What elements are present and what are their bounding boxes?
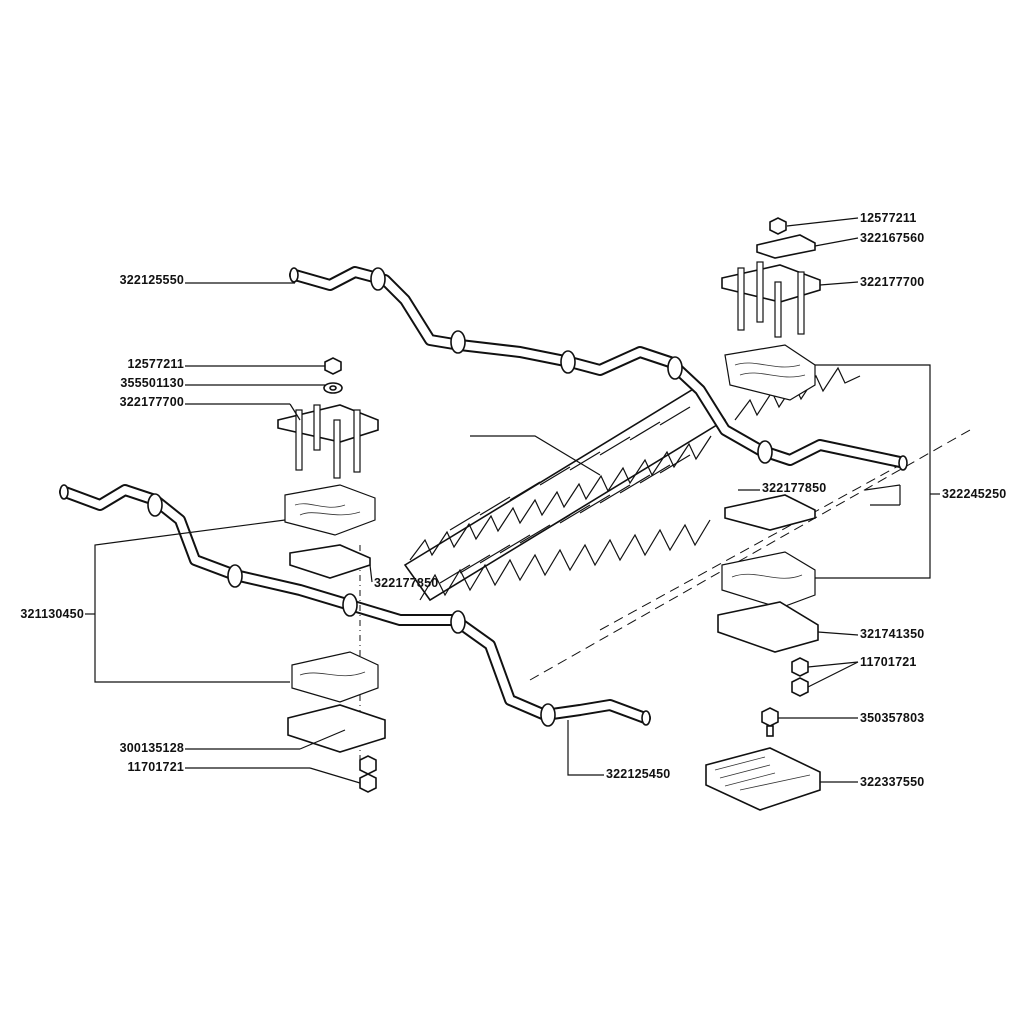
- left-bracket-stack: [277, 357, 386, 793]
- nut-12577211-right: [769, 217, 787, 235]
- label-322167560: 322167560: [860, 231, 925, 245]
- label-322337550: 322337550: [860, 775, 925, 789]
- clamp-plate-322177700-left: [277, 404, 379, 443]
- nipple-350357803: [761, 707, 779, 727]
- label-355501130: 355501130: [120, 376, 184, 390]
- label-322125550: 322125550: [119, 273, 184, 287]
- label-12577211-top: 12577211: [860, 211, 917, 225]
- label-300135128: 300135128: [119, 741, 184, 755]
- wood-block-right-upper: [724, 344, 816, 401]
- label-11701721-right: 11701721: [860, 655, 917, 669]
- label-321741350: 321741350: [860, 627, 925, 641]
- block-322337550: [705, 747, 821, 811]
- wood-block-left-lower: [291, 651, 379, 703]
- nut-11701721-right-b: [791, 677, 809, 697]
- nut-11701721-right-a: [791, 657, 809, 677]
- label-322177700-left: 322177700: [119, 395, 184, 409]
- plate-322167560: [756, 234, 816, 259]
- clamp-plate-322177700-right: [721, 264, 821, 303]
- rod-322125550: [289, 266, 908, 471]
- label-321130450: 321130450: [20, 607, 84, 621]
- wood-block-left-upper: [284, 484, 376, 536]
- nut-12577211-left: [324, 357, 342, 375]
- leader-lines: [85, 217, 940, 784]
- right-bracket-stack: [705, 217, 821, 811]
- nut-11701721-left-b: [359, 773, 377, 793]
- label-11701721-left: 11701721: [127, 760, 184, 774]
- rod-322125450: [59, 484, 651, 770]
- plate-322177850-left: [289, 544, 371, 579]
- label-12577211-left: 12577211: [127, 357, 184, 371]
- label-322245250: 322245250: [942, 487, 1007, 501]
- plate-322177850-right: [724, 494, 816, 531]
- channel-300135128: [287, 704, 386, 753]
- label-350357803: 350357803: [860, 711, 925, 725]
- label-322177850-left: 322177850: [374, 576, 439, 590]
- label-322177700-right: 322177700: [860, 275, 925, 289]
- nut-11701721-left-a: [359, 755, 377, 775]
- label-322125450: 322125450: [606, 767, 671, 781]
- wood-block-right-lower: [721, 551, 816, 609]
- label-322177850-right: 322177850: [762, 481, 827, 495]
- channel-321741350: [717, 601, 819, 653]
